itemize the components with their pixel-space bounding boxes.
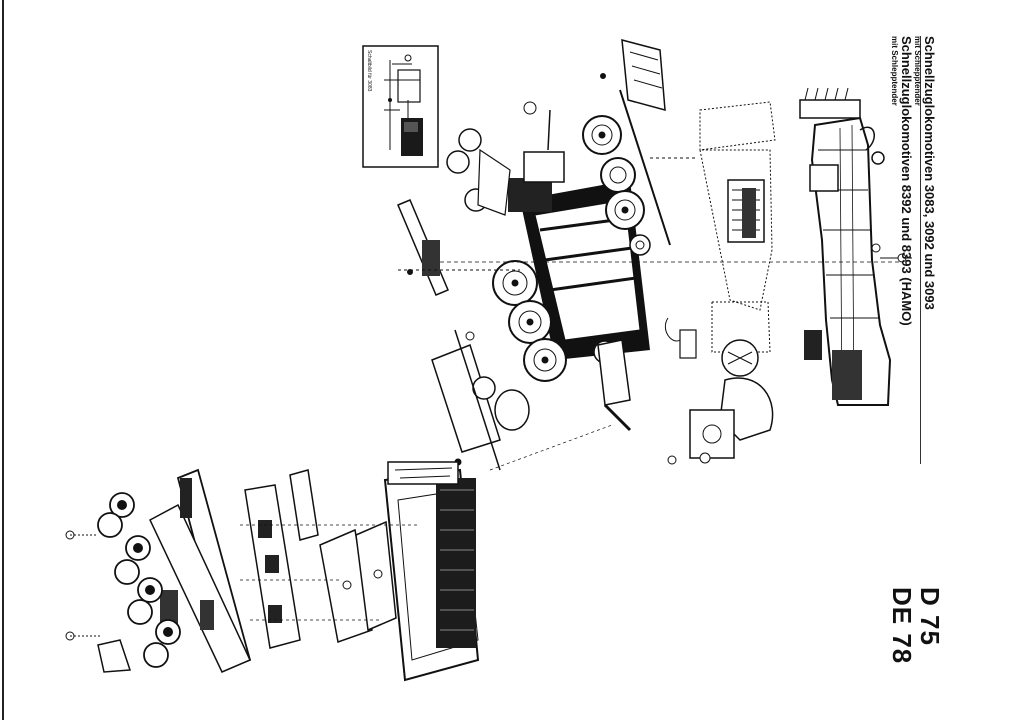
model-codes: D 75 DE 78	[887, 587, 945, 665]
trailing-truck	[431, 329, 530, 471]
locomotive-chassis	[508, 101, 650, 360]
tender-body	[383, 461, 480, 682]
leader-lines	[240, 424, 613, 621]
title-line-2: Schnellzuglokomotiven 8392 und 8393 (HAM…	[899, 36, 914, 326]
title-sub-1: mit Schlepptender	[913, 36, 922, 106]
tender-frame	[149, 468, 301, 673]
rear-parts	[597, 339, 711, 465]
inset-label: Schaltbild für 3083	[366, 50, 372, 92]
title-rule	[920, 36, 921, 464]
leading-bogie	[446, 128, 511, 216]
tender-plates	[289, 469, 397, 643]
title-line-1: Schnellzuglokomotiven 3083, 3092 und 309…	[922, 36, 937, 310]
page-edge-line	[2, 0, 4, 720]
wiring-inset	[362, 45, 439, 168]
tender-wheels	[97, 492, 181, 668]
title-sub-2: mit Schlepptender	[890, 36, 899, 106]
boiler-housing	[799, 87, 912, 406]
upper-frame-parts	[664, 101, 776, 459]
side-rod	[397, 199, 520, 296]
title-block: Schnellzuglokomotiven 3083, 3092 und 309…	[890, 36, 937, 466]
tender-coupler	[65, 530, 132, 673]
model-code-2: DE 78	[887, 587, 917, 665]
model-code-1: D 75	[915, 587, 945, 646]
